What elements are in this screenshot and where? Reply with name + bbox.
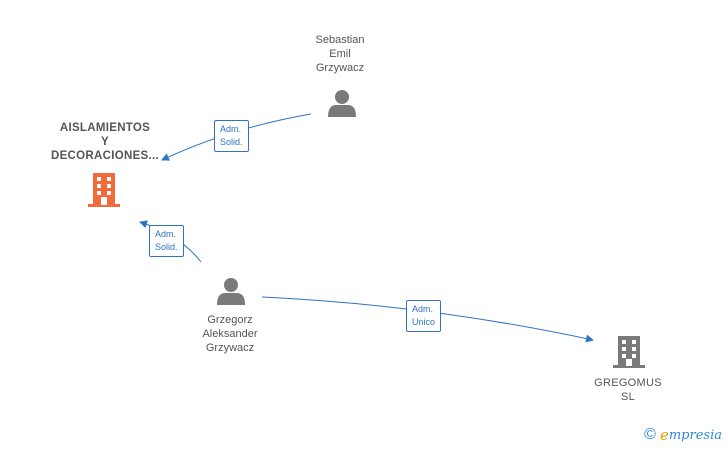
person-sebastian-label[interactable]: Sebastian Emil Grzywacz	[315, 34, 365, 74]
person-icon[interactable]	[217, 278, 245, 305]
person-icon[interactable]	[328, 90, 356, 117]
brand-logo-text: mpresia	[668, 427, 722, 443]
person-grzegorz-label[interactable]: Grzegorz Aleksander Grzywacz	[202, 314, 258, 354]
company-main-label[interactable]: AISLAMIENTOS Y DECORACIONES...	[50, 122, 159, 162]
edge-label-grzegorz-gregomus-role: Adm. Unico	[406, 300, 442, 332]
edge-label-grzegorz-main-role: Adm. Solid.	[149, 225, 184, 257]
copyright-icon: ©	[644, 426, 656, 443]
company-gregomus-label[interactable]: GREGOMUS SL	[594, 377, 662, 403]
brand-watermark: © e mpresia	[644, 426, 722, 444]
brand-logo-e: e	[659, 426, 669, 444]
building-icon[interactable]	[88, 173, 120, 207]
edge-label-sebastian-role: Adm. Solid.	[214, 120, 249, 152]
building-icon[interactable]	[613, 336, 645, 368]
